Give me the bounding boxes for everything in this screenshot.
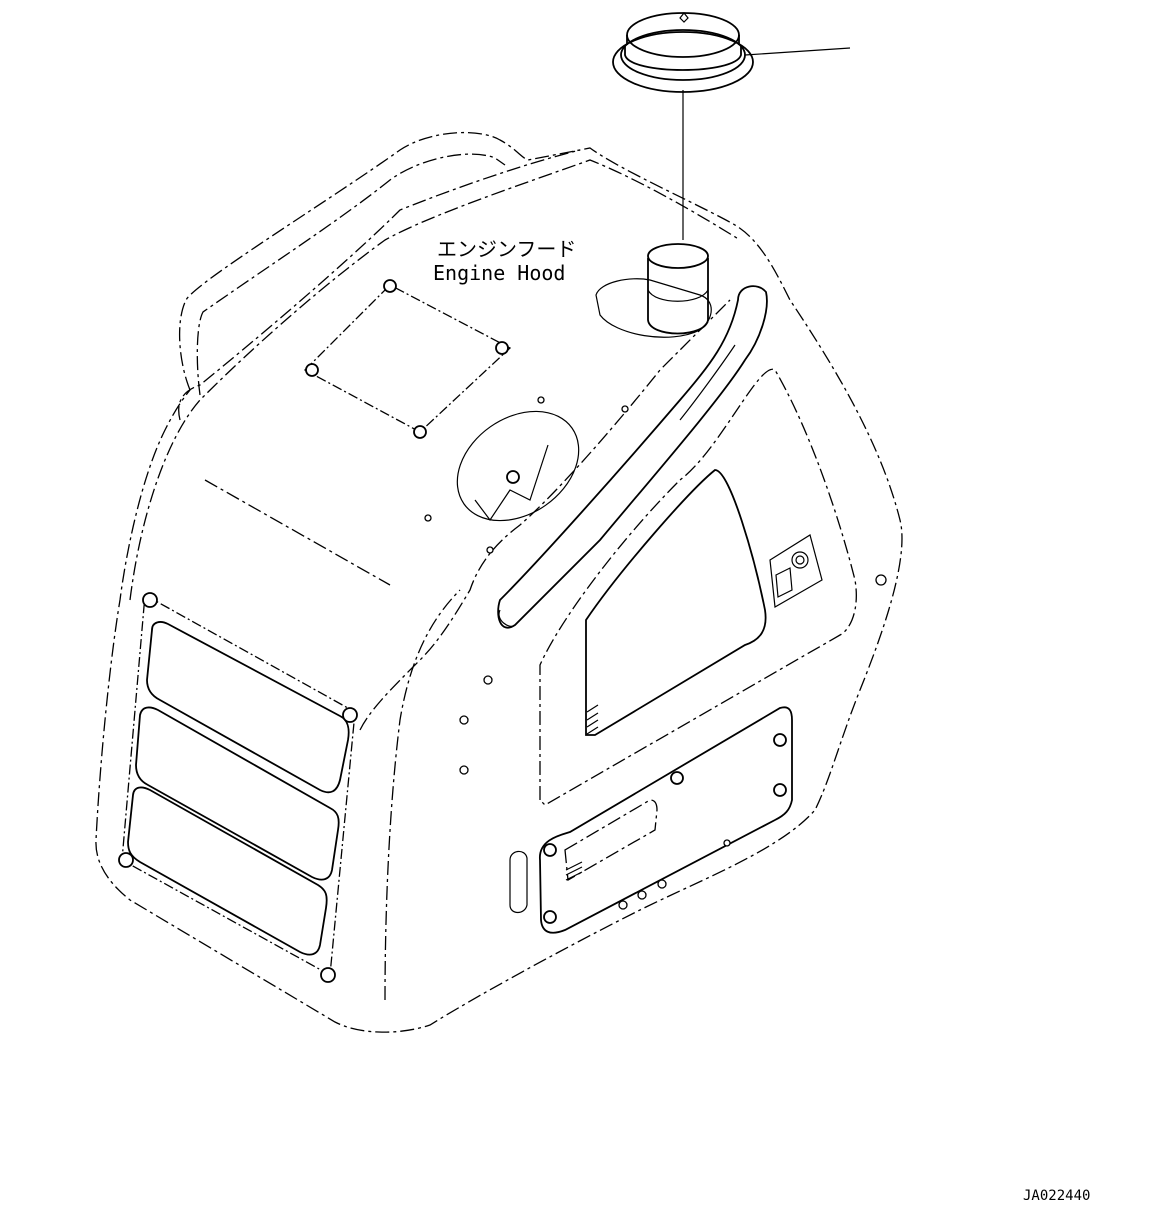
label-english: Engine Hood [433, 261, 565, 285]
side-latch [769, 534, 887, 608]
side-window-panel [539, 368, 857, 806]
hood-outline [95, 132, 903, 1033]
oval-opening [424, 396, 629, 554]
leader-lines [682, 47, 851, 240]
lower-side-panel [509, 706, 793, 934]
hood-crease [204, 299, 731, 731]
side-holes [459, 609, 516, 775]
front-grille [118, 592, 358, 983]
drawing-code: JA022440 [1023, 1188, 1090, 1204]
filler-neck [595, 243, 712, 338]
side-handrail [497, 285, 768, 629]
top-access-plate [303, 279, 512, 439]
filler-cap [612, 12, 754, 93]
label-japanese: エンジンフード [437, 237, 576, 261]
